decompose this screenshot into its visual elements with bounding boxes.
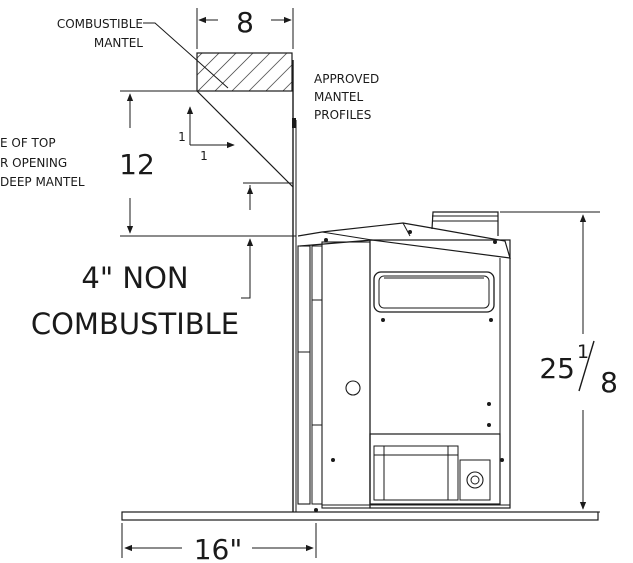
non-combustible-dimension <box>241 182 293 299</box>
stove-fasteners <box>314 230 504 512</box>
unit-height-numerator: 1 <box>577 341 589 363</box>
approved-label-3: PROFILES <box>314 108 371 122</box>
edge-label-2: R OPENING <box>0 156 67 170</box>
non-combustible-label-2: COMBUSTIBLE <box>31 307 239 341</box>
unit-height-whole: 25 <box>539 352 575 385</box>
slope-symbol <box>186 106 235 149</box>
slope-rise-label: 1 <box>178 130 186 144</box>
mantel-depth-dimension <box>196 8 294 49</box>
hearth-depth-dimension <box>121 523 317 558</box>
edge-label-1: E OF TOP <box>0 136 56 150</box>
unit-height-dimension <box>500 211 600 513</box>
combustible-mantel-leader <box>143 22 229 89</box>
combustible-mantel-label-2: MANTEL <box>94 36 143 50</box>
clearance-slope-line <box>196 90 294 188</box>
approved-label-2: MANTEL <box>314 90 363 104</box>
edge-label-3: DEEP MANTEL <box>0 175 85 189</box>
unit-height-fraction-bar <box>578 340 595 392</box>
combustible-mantel <box>196 52 293 92</box>
wall <box>292 60 297 512</box>
combustible-mantel-label-1: COMBUSTIBLE <box>57 17 143 31</box>
hearth-depth-value: 16" <box>194 533 243 563</box>
height-12-value: 12 <box>119 148 155 181</box>
unit-height-denominator: 8 <box>600 366 618 399</box>
mantel-depth-value: 8 <box>236 6 254 39</box>
stove-unit <box>297 211 511 509</box>
approved-label-1: APPROVED <box>314 72 379 86</box>
slope-run-label: 1 <box>200 149 208 163</box>
non-combustible-label-1: 4" NON <box>81 261 188 295</box>
hearth-slab <box>121 511 599 521</box>
